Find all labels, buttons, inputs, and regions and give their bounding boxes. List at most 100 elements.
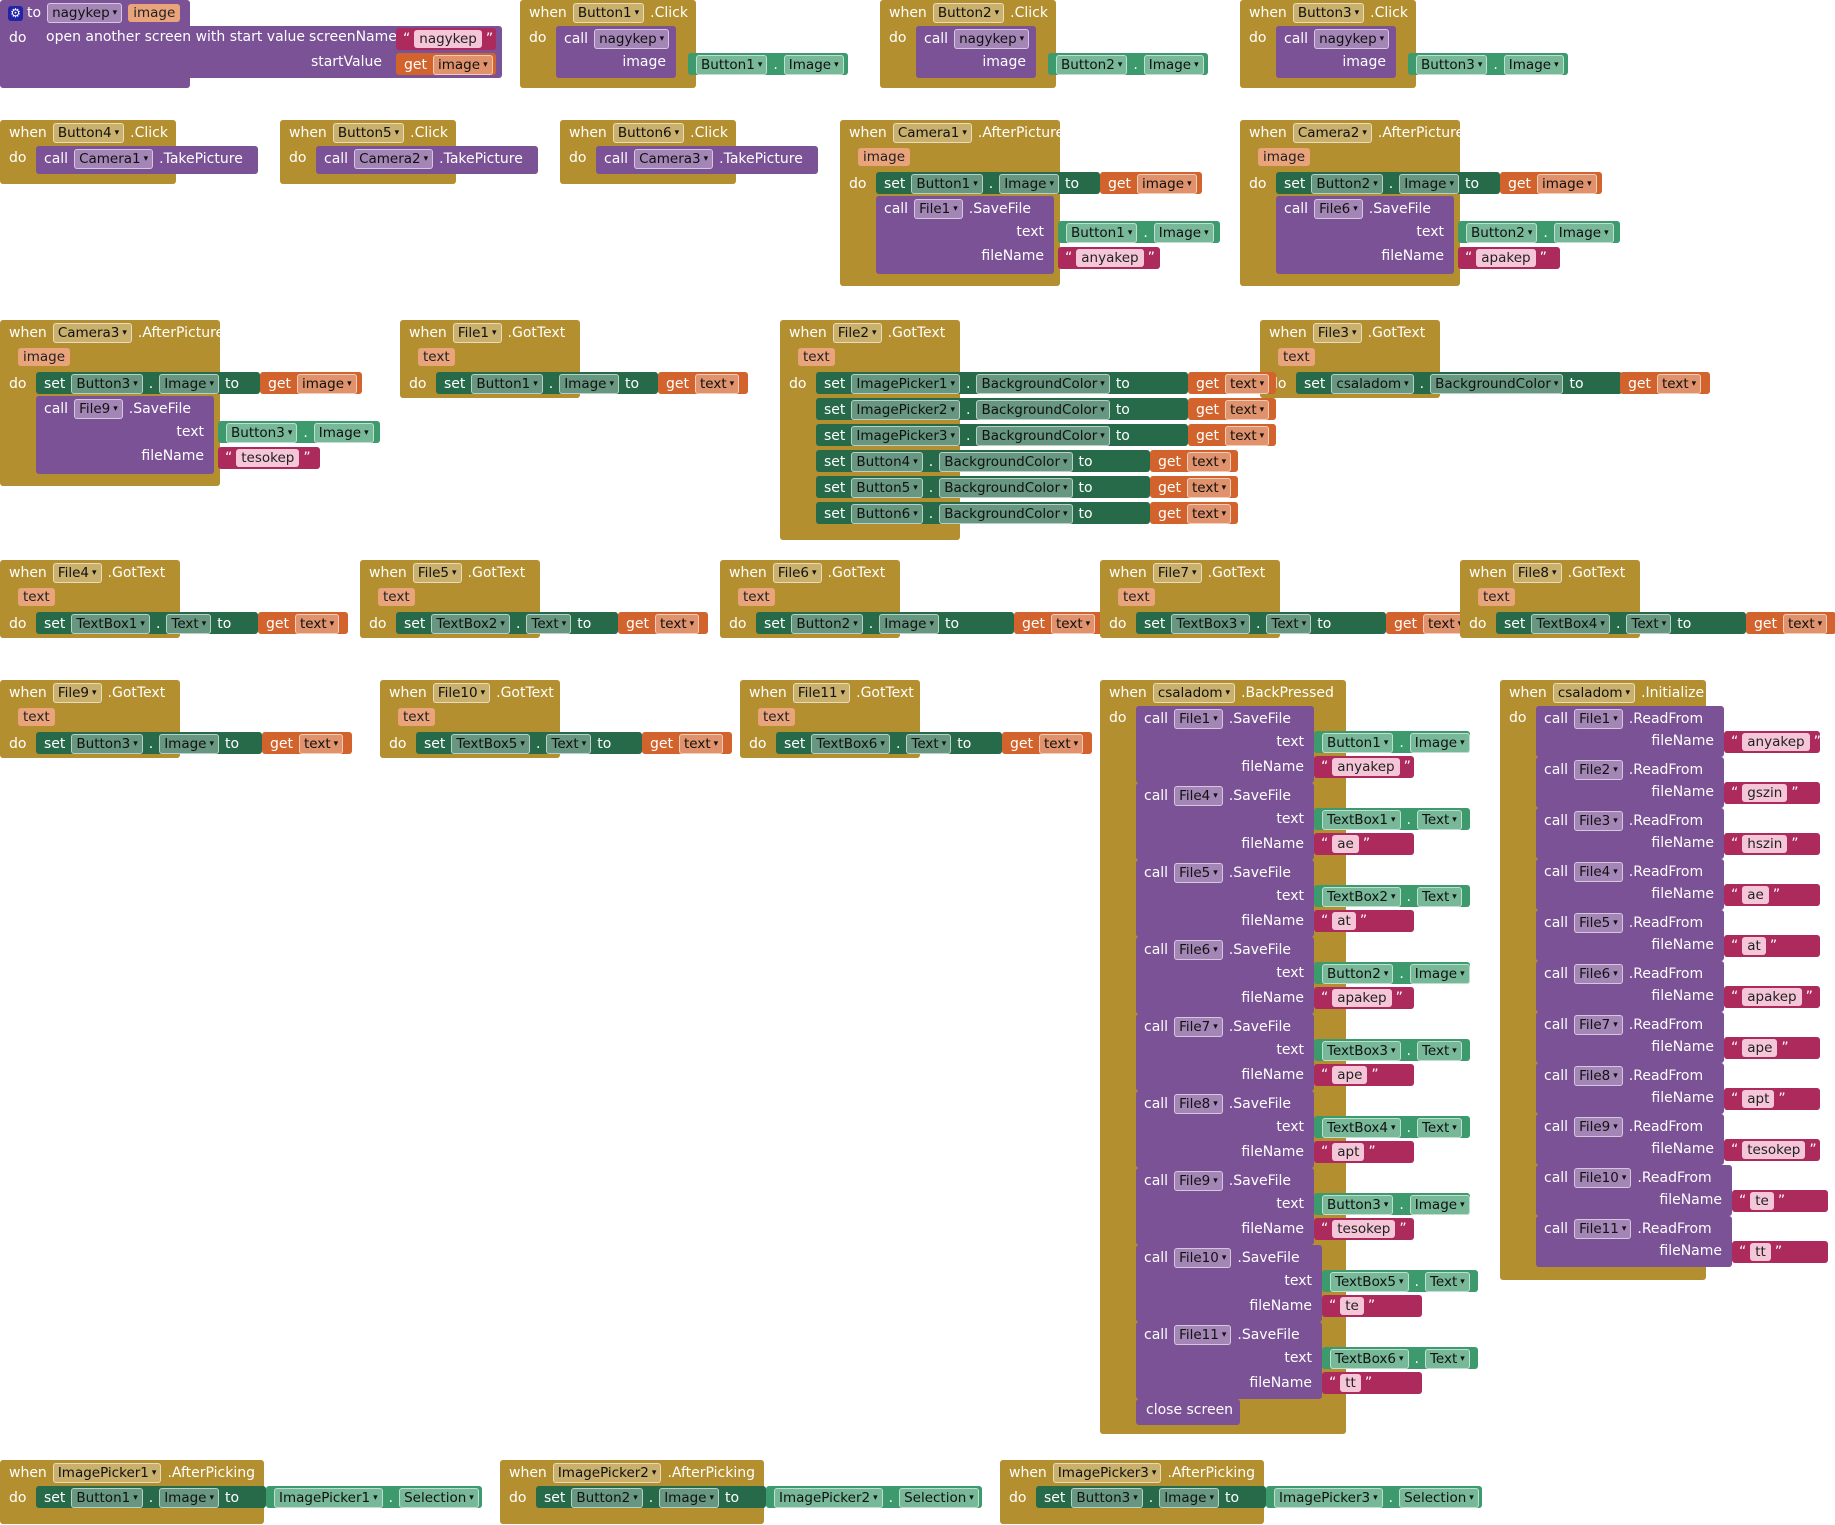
component-dropdown[interactable]: Button1▾ — [572, 3, 645, 23]
variable-dropdown[interactable]: image▾ — [1537, 174, 1597, 194]
property-dropdown[interactable]: Text▾ — [526, 614, 572, 634]
text-string-block[interactable]: “at” — [1314, 910, 1414, 932]
string-value[interactable]: apt — [1332, 1143, 1365, 1161]
component-dropdown[interactable]: File3▾ — [1312, 323, 1362, 343]
component-property-block[interactable]: Button1▾.Image▾ — [1058, 221, 1220, 243]
text-string-block[interactable]: “tesokep” — [1724, 1139, 1820, 1161]
property-dropdown[interactable]: Text▾ — [166, 614, 212, 634]
property-dropdown[interactable]: Selection▾ — [899, 1488, 979, 1508]
component-dropdown[interactable]: TextBox6▾ — [1330, 1349, 1409, 1369]
component-dropdown[interactable]: File5▾ — [1174, 863, 1223, 883]
procedure-dropdown[interactable]: nagykep▾ — [594, 29, 670, 49]
component-dropdown[interactable]: Button2▾ — [1311, 174, 1383, 194]
text-string-block[interactable]: “gszin” — [1724, 782, 1820, 804]
parameter-chip[interactable]: text — [1118, 588, 1155, 606]
variable-dropdown[interactable]: text▾ — [1187, 452, 1232, 472]
property-dropdown[interactable]: Text▾ — [1424, 1349, 1470, 1369]
property-dropdown[interactable]: Image▾ — [783, 55, 844, 75]
string-value[interactable]: tt — [1750, 1243, 1771, 1261]
string-value[interactable]: ape — [1742, 1039, 1778, 1057]
string-value[interactable]: ae — [1332, 835, 1359, 853]
text-string-block[interactable]: “anyakep” — [1058, 247, 1160, 269]
component-property-block[interactable]: Button1▾.Image▾ — [688, 53, 848, 75]
text-string-block[interactable]: “tesokep” — [1314, 1218, 1414, 1240]
property-dropdown[interactable]: Image▾ — [999, 174, 1060, 194]
component-property-block[interactable]: Button2▾.Image▾ — [1314, 962, 1470, 984]
component-property-block[interactable]: Button3▾.Image▾ — [1408, 53, 1568, 75]
component-dropdown[interactable]: File9▾ — [1574, 1117, 1623, 1137]
component-dropdown[interactable]: File2▾ — [832, 323, 882, 343]
procedure-dropdown[interactable]: nagykep▾ — [954, 29, 1030, 49]
component-dropdown[interactable]: File3▾ — [1574, 811, 1623, 831]
variable-dropdown[interactable]: text▾ — [1225, 374, 1270, 394]
text-string-block[interactable]: “anyakep” — [1724, 731, 1821, 753]
component-dropdown[interactable]: Button3▾ — [71, 734, 143, 754]
component-dropdown[interactable]: File6▾ — [772, 563, 822, 583]
component-dropdown[interactable]: File5▾ — [1574, 913, 1623, 933]
component-property-block[interactable]: Button3▾.Image▾ — [1314, 1193, 1470, 1215]
parameter-chip[interactable]: image — [128, 4, 181, 22]
property-dropdown[interactable]: Image▾ — [1153, 223, 1214, 243]
component-dropdown[interactable]: Button3▾ — [226, 423, 298, 443]
component-dropdown[interactable]: Button1▾ — [471, 374, 543, 394]
string-value[interactable]: gszin — [1742, 784, 1788, 802]
component-dropdown[interactable]: File10▾ — [1174, 1248, 1232, 1268]
property-dropdown[interactable]: Image▾ — [1159, 1488, 1220, 1508]
property-dropdown[interactable]: Image▾ — [1409, 964, 1470, 984]
property-dropdown[interactable]: Image▾ — [159, 374, 220, 394]
variable-dropdown[interactable]: text▾ — [1225, 426, 1270, 446]
string-value[interactable]: tt — [1340, 1374, 1361, 1392]
property-dropdown[interactable]: BackgroundColor▾ — [976, 400, 1110, 420]
property-dropdown[interactable]: Text▾ — [1416, 1041, 1462, 1061]
text-string-block[interactable]: “apakep” — [1314, 987, 1414, 1009]
component-dropdown[interactable]: Button3▾ — [1071, 1488, 1143, 1508]
component-dropdown[interactable]: TextBox2▾ — [431, 614, 510, 634]
property-dropdown[interactable]: Image▾ — [559, 374, 620, 394]
component-dropdown[interactable]: File4▾ — [1174, 786, 1223, 806]
property-dropdown[interactable]: Text▾ — [1416, 1118, 1462, 1138]
variable-dropdown[interactable]: text▾ — [1657, 374, 1702, 394]
component-property-block[interactable]: TextBox3▾.Text▾ — [1314, 1039, 1470, 1061]
property-dropdown[interactable]: Text▾ — [1266, 614, 1312, 634]
text-string-block[interactable]: “hszin” — [1724, 833, 1820, 855]
component-property-block[interactable]: ImagePicker3▾.Selection▾ — [1266, 1486, 1482, 1508]
component-dropdown[interactable]: File6▾ — [1314, 199, 1363, 219]
parameter-chip[interactable]: text — [418, 348, 455, 366]
component-dropdown[interactable]: Button6▾ — [612, 123, 685, 143]
component-dropdown[interactable]: Button6▾ — [851, 504, 923, 524]
parameter-chip[interactable]: text — [738, 588, 775, 606]
component-dropdown[interactable]: Button1▾ — [696, 55, 768, 75]
property-dropdown[interactable]: Image▾ — [1409, 1195, 1470, 1215]
parameter-chip[interactable]: text — [798, 348, 835, 366]
component-dropdown[interactable]: File10▾ — [432, 683, 491, 703]
component-dropdown[interactable]: File6▾ — [1174, 940, 1223, 960]
component-dropdown[interactable]: Button5▾ — [851, 478, 923, 498]
component-dropdown[interactable]: File9▾ — [52, 683, 102, 703]
component-dropdown[interactable]: csaladom▾ — [1552, 683, 1636, 703]
component-dropdown[interactable]: csaladom▾ — [1331, 374, 1414, 394]
component-dropdown[interactable]: File9▾ — [1174, 1171, 1223, 1191]
property-dropdown[interactable]: Image▾ — [313, 423, 374, 443]
component-property-block[interactable]: ImagePicker2▾.Selection▾ — [766, 1486, 982, 1508]
string-value[interactable]: anyakep — [1332, 758, 1400, 776]
variable-dropdown[interactable]: image▾ — [1137, 174, 1197, 194]
